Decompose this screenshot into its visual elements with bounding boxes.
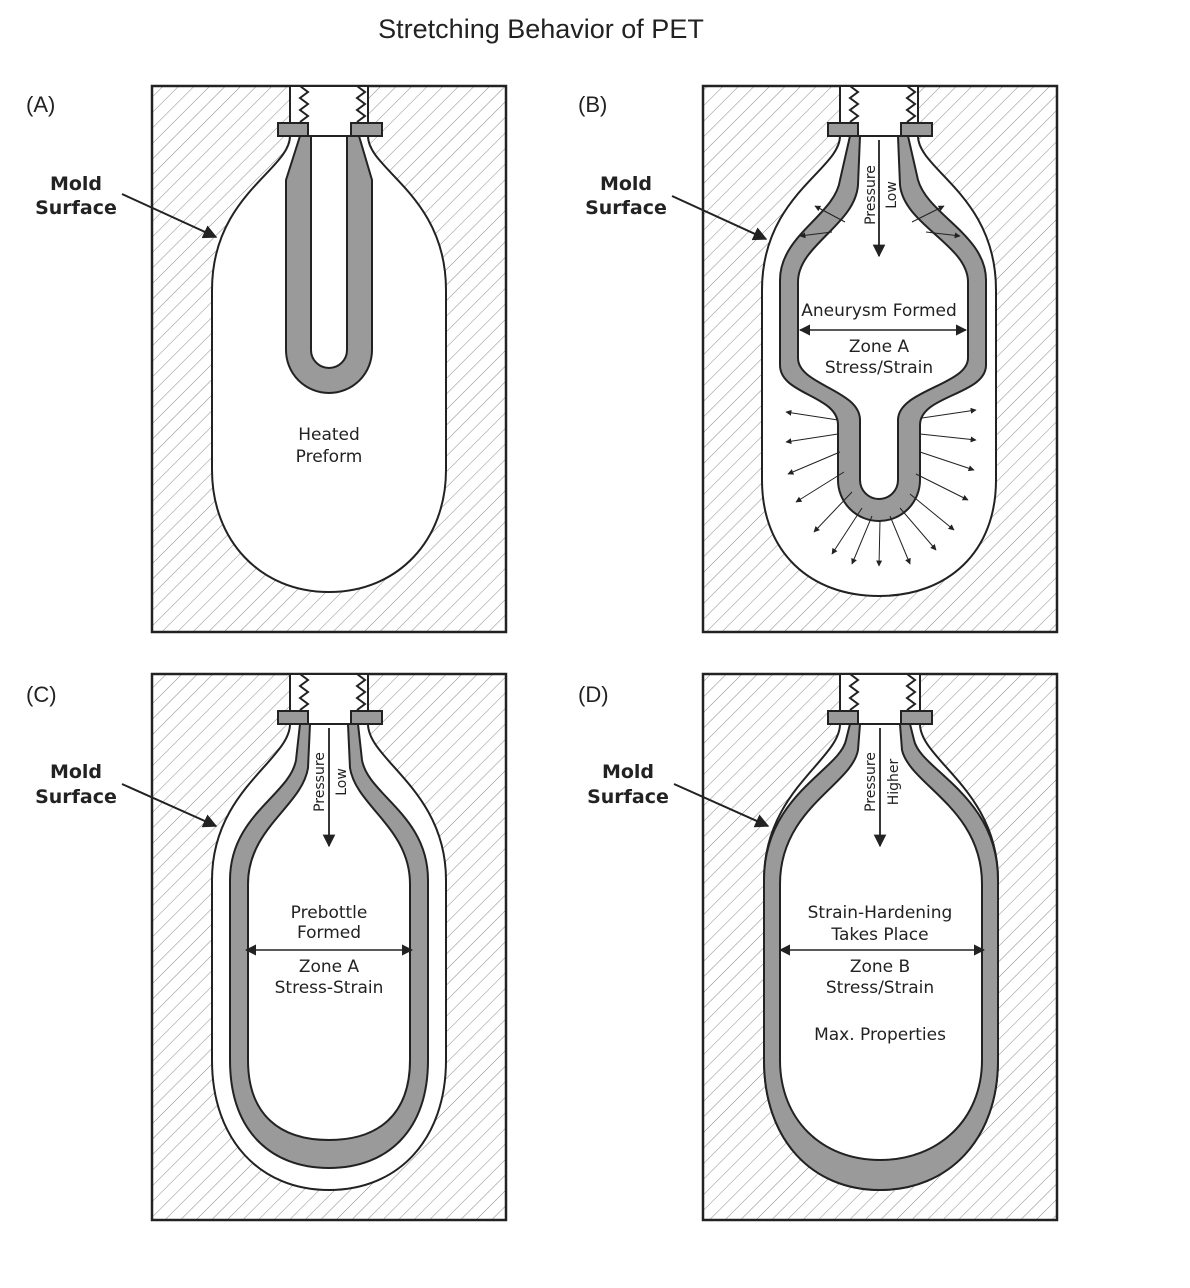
panel-a-cavity <box>211 85 447 594</box>
panel-b-expansion-arrows <box>785 205 977 567</box>
panel-a-preform <box>285 135 373 394</box>
panel-c-mold-arrow <box>121 783 218 828</box>
panel-c-thread-left <box>298 673 310 711</box>
panel-a-mold-label-2: Surface <box>35 197 117 219</box>
panel-b-letter: (B) <box>578 92 607 117</box>
panel-a-mold-arrow <box>121 193 218 239</box>
panel-c-label-formed: Formed <box>297 923 361 943</box>
panel-a-letter: (A) <box>26 92 55 117</box>
panel-d-bottle-wall <box>763 723 999 1192</box>
panel-d-label-strain: Strain-Hardening <box>808 903 953 923</box>
panel-c: (C) Pressure Low Mold Surface Prebottle … <box>26 672 508 1222</box>
panel-d-label-takes: Takes Place <box>830 925 928 945</box>
panel-d-pressure-value: Higher <box>886 758 902 805</box>
panel-a-label-preform: Preform <box>296 447 363 467</box>
panel-a-mold-label-1: Mold <box>50 173 102 195</box>
panel-b-flange-left <box>827 122 859 137</box>
panel-b-mold-label-2: Surface <box>585 197 667 219</box>
panel-c-pressure-value: Low <box>334 768 350 796</box>
panel-a-thread-left <box>298 85 310 123</box>
panel-b-mold-label-1: Mold <box>600 173 652 195</box>
panel-a-flange-right <box>350 122 383 137</box>
panel-c-letter: (C) <box>26 682 57 707</box>
panel-d-label-stress: Stress/Strain <box>826 978 934 998</box>
panel-a-label-heated: Heated <box>298 425 360 445</box>
panel-b-label-zone: Zone A <box>849 337 910 357</box>
panel-d-label-max: Max. Properties <box>814 1025 946 1045</box>
panel-c-thread-right <box>355 673 367 711</box>
panel-d-pressure-label: Pressure <box>863 752 879 812</box>
panel-b: (B) Pressure Low <box>578 84 1059 634</box>
panel-a-thread-right <box>355 85 367 123</box>
panel-d-mold-label-1: Mold <box>602 761 654 783</box>
panel-c-pressure-label: Pressure <box>312 752 328 812</box>
panel-c-flange-left <box>277 710 309 725</box>
panel-d: (D) Pressure Higher Mold Surface Strain-… <box>578 672 1059 1222</box>
panel-d-flange-left <box>827 710 859 725</box>
panel-b-mold-arrow <box>671 195 768 241</box>
panel-a-flange-left <box>277 122 309 137</box>
panel-d-thread-left <box>848 673 860 711</box>
panel-c-prebottle <box>229 723 429 1170</box>
panel-b-label-aneurysm: Aneurysm Formed <box>801 301 957 321</box>
panel-b-pressure-value: Low <box>884 181 900 209</box>
panel-c-label-zone: Zone A <box>299 957 360 977</box>
panel-a: (A) Mold Surface Heated Preform <box>26 84 508 634</box>
panel-d-flange-right <box>900 710 933 725</box>
panel-d-letter: (D) <box>578 682 609 707</box>
panel-b-thread-left <box>848 85 860 123</box>
panel-b-thread-right <box>905 85 917 123</box>
panel-c-flange-right <box>350 710 383 725</box>
panel-c-label-prebottle: Prebottle <box>291 903 368 923</box>
panel-b-pressure-label: Pressure <box>863 165 879 225</box>
panel-d-thread-right <box>905 673 917 711</box>
figure-title: Stretching Behavior of PET <box>378 14 704 44</box>
panel-c-mold-label-1: Mold <box>50 761 102 783</box>
panel-d-mold-label-2: Surface <box>587 786 669 808</box>
panel-d-mold-arrow <box>673 783 770 828</box>
panel-b-flange-right <box>900 122 933 137</box>
panel-c-label-stress: Stress-Strain <box>275 978 384 998</box>
panel-c-mold-label-2: Surface <box>35 786 117 808</box>
panel-d-label-zone: Zone B <box>850 957 910 977</box>
panel-b-label-stress: Stress/Strain <box>825 358 933 378</box>
panel-b-aneurysm <box>779 135 987 522</box>
